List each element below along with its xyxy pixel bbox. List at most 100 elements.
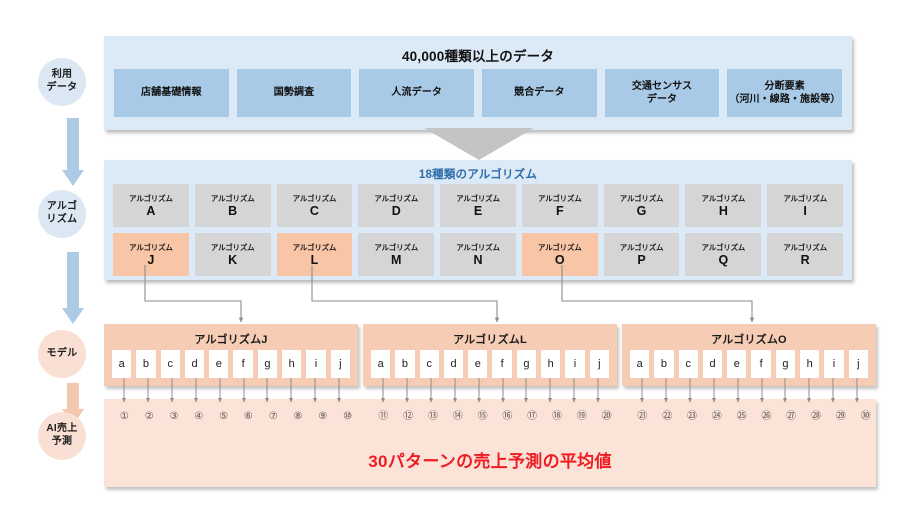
model-tile[interactable]: d <box>443 350 464 378</box>
model-tile[interactable]: h <box>541 350 561 378</box>
model-tile[interactable]: e <box>727 350 747 378</box>
prediction-number: ⑱ <box>551 411 562 422</box>
model-tile[interactable]: b <box>136 350 156 378</box>
prediction-number: ㉘ <box>810 411 821 422</box>
model-tile[interactable]: b <box>654 350 674 378</box>
model-tile[interactable]: i <box>824 350 844 378</box>
prediction-number: ㉒ <box>662 411 673 422</box>
algorithm-cell-e[interactable]: アルゴリズム E <box>440 184 516 227</box>
prediction-number: ⑦ <box>268 411 278 422</box>
model-tile[interactable]: f <box>492 350 512 378</box>
algorithm-cell-b[interactable]: アルゴリズム B <box>194 184 271 227</box>
algorithm-cell-letter: F <box>555 204 564 219</box>
algorithm-cell-kana: アルゴリズム <box>210 194 255 204</box>
algorithm-cell-kana: アルゴリズム <box>619 194 664 204</box>
stage-label-line: 予測 <box>51 436 73 447</box>
prediction-number: ⑨ <box>318 411 328 422</box>
data-chip-label: 分断要素（河川・線路・施設等） <box>729 80 841 106</box>
stage-label-line: リズム <box>46 214 78 225</box>
algorithm-cell-r[interactable]: アルゴリズム R <box>767 233 843 276</box>
model-tile[interactable]: a <box>112 350 132 378</box>
algorithm-cell-o[interactable]: アルゴリズム O <box>521 233 598 276</box>
model-tile[interactable]: f <box>751 350 771 378</box>
algorithm-cell-kana: アルゴリズム <box>537 194 582 204</box>
algorithm-cell-c[interactable]: アルゴリズム C <box>276 184 353 227</box>
model-tile[interactable]: h <box>800 350 820 378</box>
algorithm-cell-kana: アルゴリズム <box>129 194 173 204</box>
algorithm-cell-letter: Q <box>718 253 729 268</box>
model-tile[interactable]: i <box>565 350 585 378</box>
data-chip[interactable]: 国勢調査 <box>236 69 352 117</box>
algorithm-cell-m[interactable]: アルゴリズム M <box>358 233 435 276</box>
algorithm-cell-letter: B <box>228 204 238 219</box>
algorithm-cell-g[interactable]: アルゴリズム G <box>603 184 680 227</box>
data-chip[interactable]: 競合データ <box>482 69 597 117</box>
data-chip[interactable]: 交通センサスデータ <box>604 69 720 117</box>
data-chip[interactable]: 店舗基礎情報 <box>114 69 229 117</box>
algorithm-cell-kana: アルゴリズム <box>374 243 418 253</box>
algorithm-cell-letter: L <box>310 253 319 268</box>
prediction-number: ⑳ <box>601 411 612 422</box>
stage-circle-algorithm: アルゴ リズム <box>38 190 86 238</box>
algorithm-cell-kana: アルゴリズム <box>292 243 337 253</box>
data-chip[interactable]: 分断要素（河川・線路・施設等） <box>727 69 843 117</box>
algorithm-cell-kana: アルゴリズム <box>456 194 500 204</box>
model-tile[interactable]: b <box>395 350 415 378</box>
algorithm-cell-kana: アルゴリズム <box>129 243 173 253</box>
model-tile[interactable]: g <box>516 350 537 378</box>
model-tile[interactable]: h <box>282 350 302 378</box>
prediction-number: ⑥ <box>243 411 253 422</box>
model-group-title: アルゴリズムJ <box>194 334 268 346</box>
model-tile[interactable]: d <box>184 350 205 378</box>
prediction-number: ⑤ <box>219 411 229 422</box>
prediction-number: ⑫ <box>403 411 414 422</box>
model-tile[interactable]: c <box>419 350 439 378</box>
prediction-number: ⑰ <box>527 411 538 422</box>
model-tile[interactable]: e <box>209 350 229 378</box>
stage-circle-prediction: AI売上 予測 <box>38 412 86 460</box>
model-tile[interactable]: e <box>468 350 488 378</box>
algorithm-cell-letter: M <box>391 253 402 268</box>
prediction-number: ② <box>144 411 154 422</box>
data-chip-label: 交通センサスデータ <box>631 80 693 106</box>
algorithm-cell-kana: アルゴリズム <box>210 243 255 253</box>
algorithm-cell-j[interactable]: アルゴリズム J <box>113 233 189 276</box>
algorithm-cell-p[interactable]: アルゴリズム P <box>603 233 680 276</box>
model-group-title: アルゴリズムO <box>711 334 787 346</box>
model-tile[interactable]: d <box>702 350 723 378</box>
model-tile[interactable]: g <box>257 350 278 378</box>
algorithm-cell-a[interactable]: アルゴリズム A <box>113 184 189 227</box>
model-tile[interactable]: i <box>306 350 326 378</box>
algorithm-cell-i[interactable]: アルゴリズム I <box>767 184 843 227</box>
model-tile[interactable]: a <box>630 350 650 378</box>
model-tile[interactable]: j <box>848 350 868 378</box>
prediction-number: ㉑ <box>637 411 648 422</box>
prediction-number-group-3: ㉑ ㉒ ㉓ ㉔ ㉕ ㉖ ㉗ ㉘ ㉙ ㉚ <box>630 409 878 425</box>
algorithm-section-title: 18種類のアルゴリズム <box>418 169 538 181</box>
algorithm-cell-kana: アルゴリズム <box>783 243 827 253</box>
model-tile[interactable]: f <box>233 350 253 378</box>
prediction-number: ⑧ <box>293 411 303 422</box>
algorithm-cell-letter: R <box>800 253 810 268</box>
data-section-panel: 40,000種類以上のデータ 店舗基礎情報 国勢調査 人流データ 競合データ 交… <box>104 36 852 130</box>
model-tile[interactable]: j <box>589 350 609 378</box>
stage-label-line: AI売上 <box>46 423 78 435</box>
algorithm-cell-d[interactable]: アルゴリズム D <box>358 184 435 227</box>
model-tile[interactable]: j <box>330 350 350 378</box>
algorithm-cell-n[interactable]: アルゴリズム N <box>440 233 516 276</box>
prediction-number: ㉕ <box>736 411 747 422</box>
model-tile[interactable]: g <box>775 350 796 378</box>
algorithm-cell-kana: アルゴリズム <box>537 243 582 253</box>
model-tile[interactable]: c <box>160 350 180 378</box>
algorithm-cell-h[interactable]: アルゴリズム H <box>685 184 762 227</box>
model-tile[interactable]: c <box>678 350 698 378</box>
algorithm-cell-f[interactable]: アルゴリズム F <box>521 184 598 227</box>
algorithm-cell-q[interactable]: アルゴリズム Q <box>685 233 762 276</box>
model-tile[interactable]: a <box>371 350 391 378</box>
algorithm-cell-l[interactable]: アルゴリズム L <box>276 233 353 276</box>
algorithm-cell-kana: アルゴリズム <box>701 194 746 204</box>
algorithm-cell-letter: E <box>473 204 483 219</box>
algorithm-cell-k[interactable]: アルゴリズム K <box>194 233 271 276</box>
data-chip[interactable]: 人流データ <box>359 69 475 117</box>
